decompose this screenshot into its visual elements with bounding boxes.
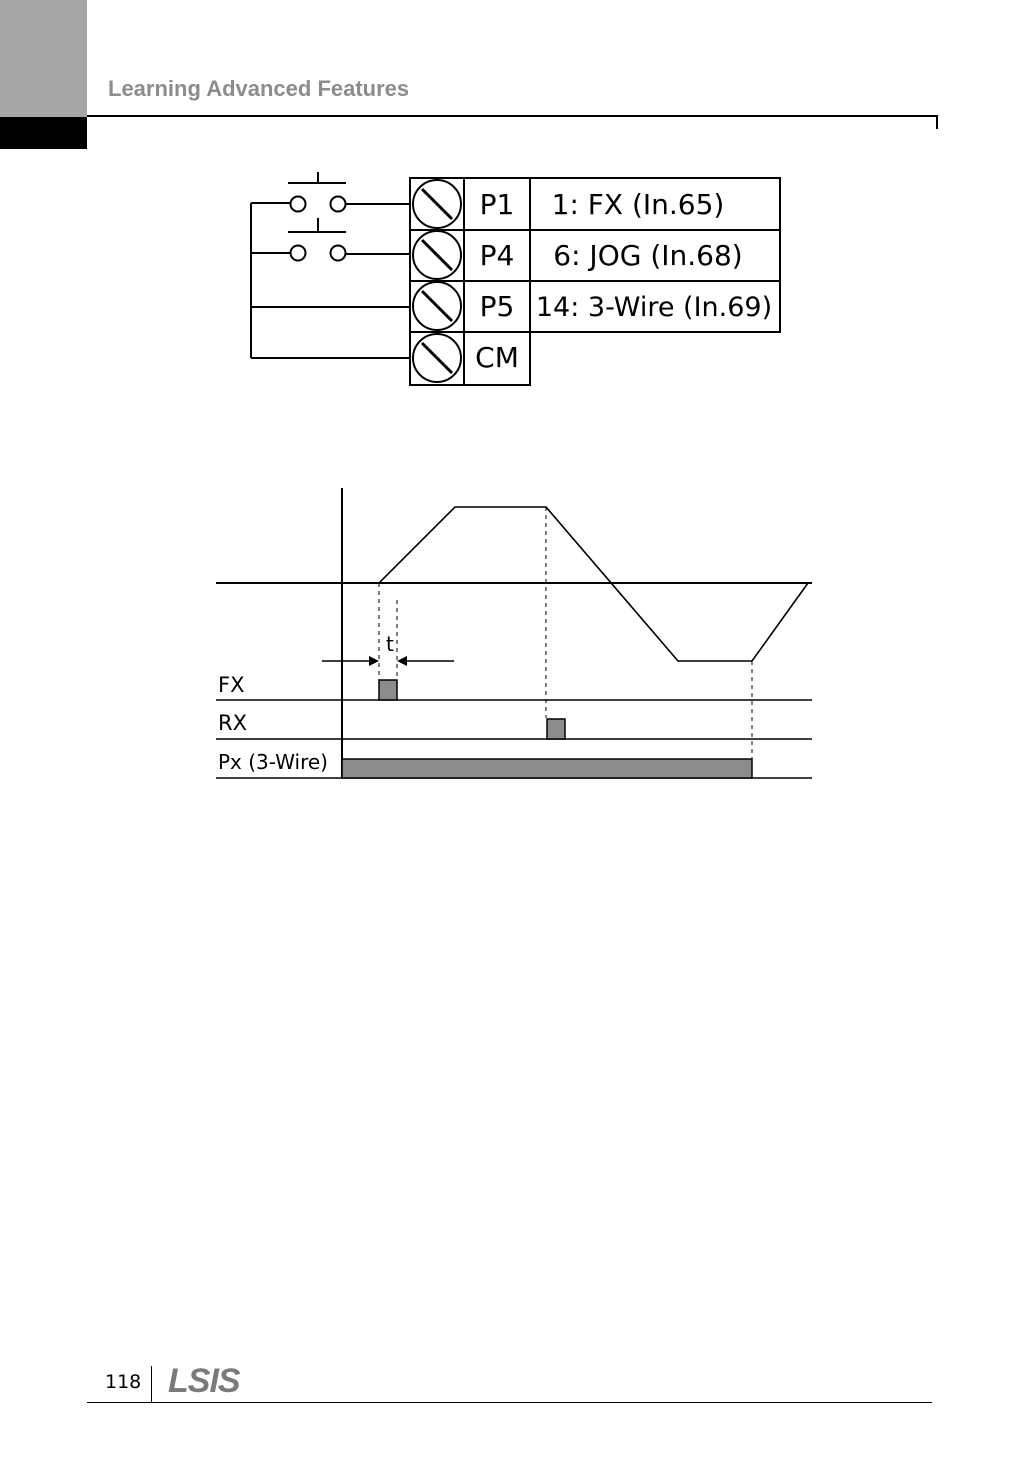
footer-separator — [151, 1366, 152, 1402]
terminal-function-p1: 1: FX (In.65) — [552, 188, 725, 221]
screw-terminal-icon — [413, 180, 461, 228]
push-button-switch-jog — [251, 218, 410, 261]
footer-rule — [87, 1402, 932, 1403]
terminal-name-p5: P5 — [480, 290, 515, 323]
page-number: 118 — [105, 1371, 141, 1393]
screw-terminal-icon — [413, 334, 461, 382]
terminal-name-p1: P1 — [480, 188, 515, 221]
signal-label-fx: FX — [218, 673, 244, 697]
lsis-logo: LSIS — [168, 1362, 240, 1401]
fx-pulse — [379, 680, 397, 700]
screw-terminal-icon — [413, 282, 461, 330]
timing-diagram — [216, 488, 812, 778]
signal-label-px: Px (3-Wire) — [218, 750, 328, 774]
terminal-name-cm: CM — [475, 341, 519, 374]
signal-label-rx: RX — [218, 711, 247, 735]
time-label-t: t — [386, 632, 394, 656]
push-button-switch-fx — [251, 172, 410, 212]
px-3wire-level — [342, 759, 752, 778]
screw-terminal-icon — [413, 231, 461, 279]
terminal-function-p4: 6: JOG (In.68) — [553, 239, 742, 272]
terminal-function-p5: 14: 3-Wire (In.69) — [536, 292, 772, 323]
terminal-name-p4: P4 — [480, 239, 515, 272]
rx-pulse — [547, 719, 565, 739]
